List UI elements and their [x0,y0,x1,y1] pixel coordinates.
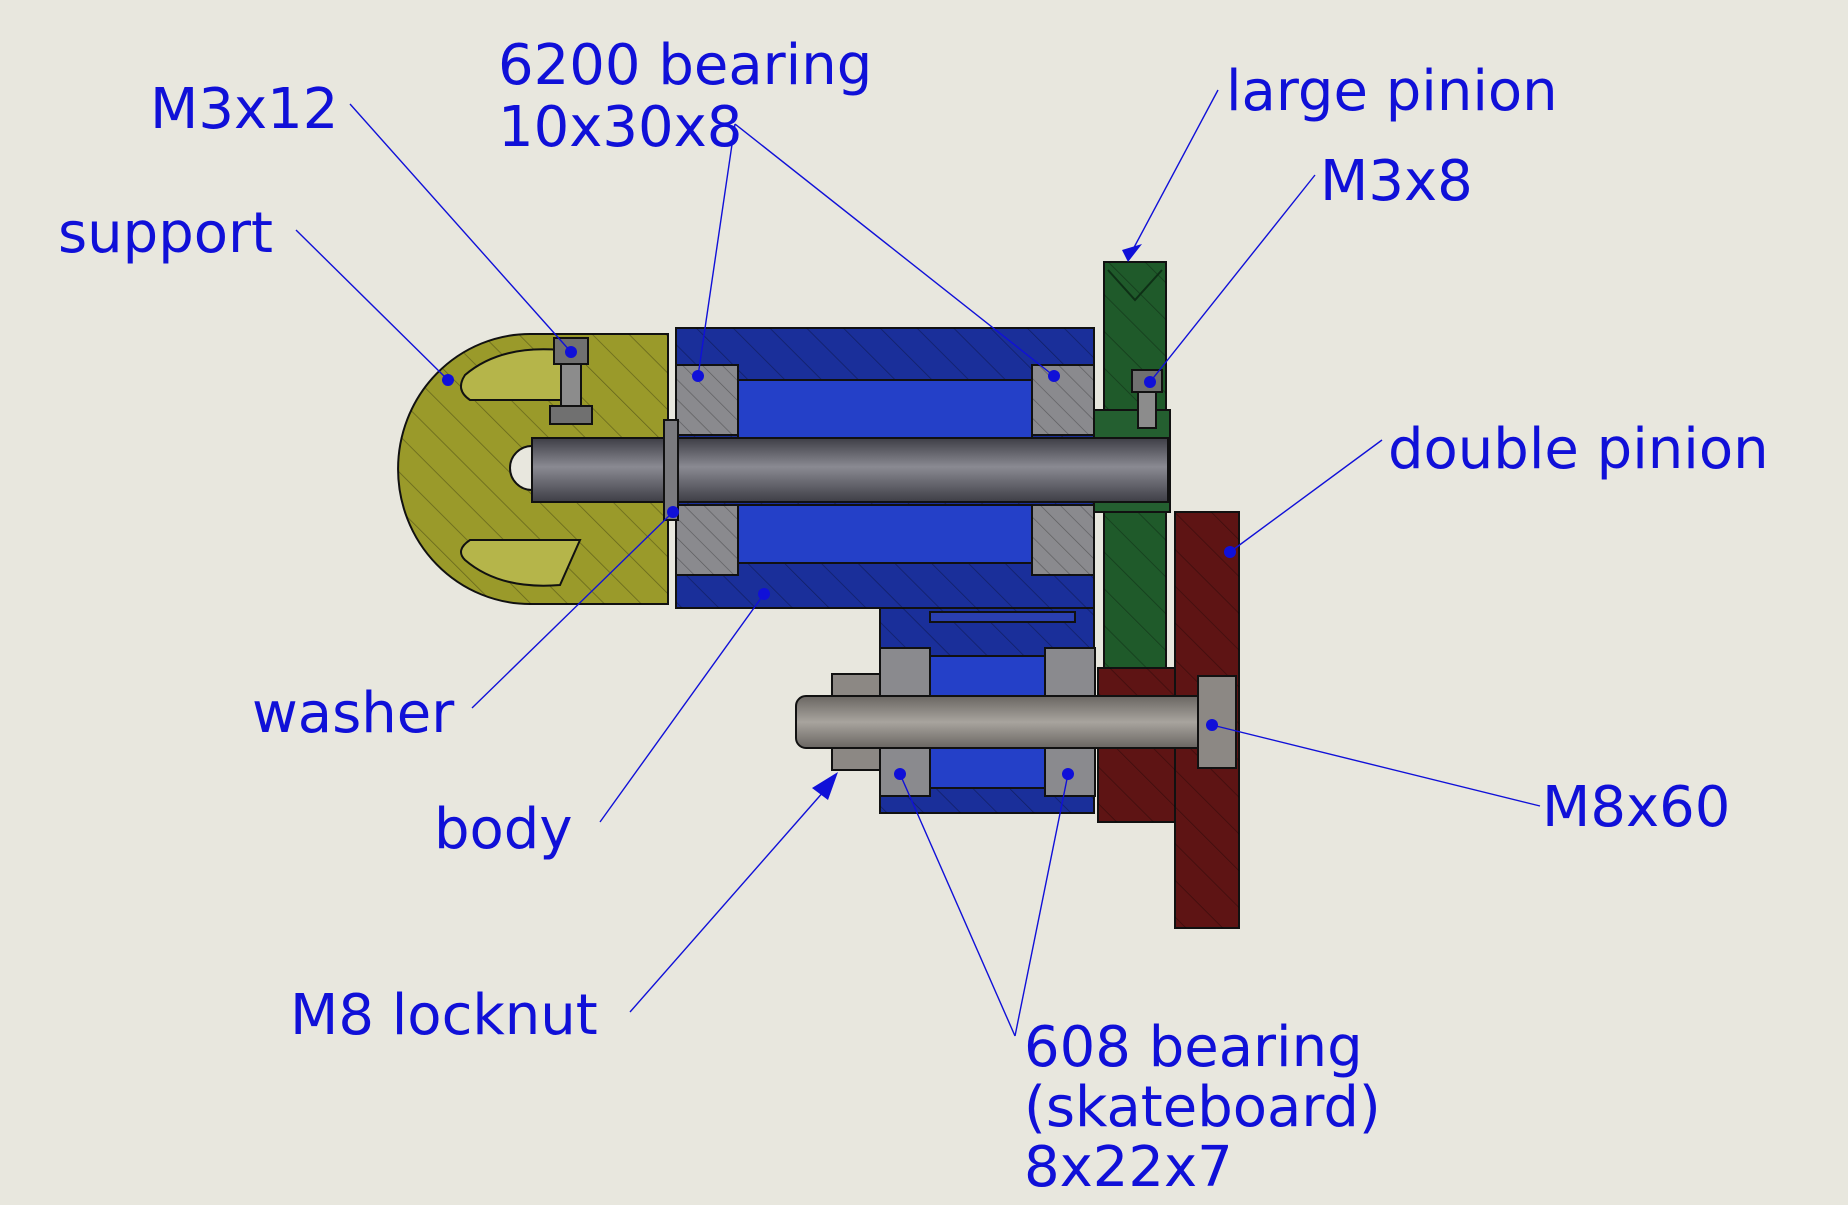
m8-locknut-part [831,673,881,771]
leader-lines [295,89,1541,1037]
label-m3x12: M3x12 [150,77,338,142]
label-double-pinion: double pinion [1388,417,1769,482]
label-washer: washer [252,681,455,746]
label-support: support [58,201,273,266]
washer-part [663,419,679,521]
label-m3x8: M3x8 [1320,149,1473,214]
label-m8-locknut: M8 locknut [290,983,598,1048]
label-6200-bearing-line1: 6200 bearing [498,33,872,98]
labels: 6200 bearing 10x30x8 M3x12 large pinion … [58,33,1769,1200]
label-6200-bearing-line2: 10x30x8 [498,95,742,160]
label-body: body [434,797,573,862]
label-608-bearing-line1: 608 bearing [1024,1015,1363,1080]
label-608-bearing-line2: (skateboard) [1024,1075,1381,1140]
label-large-pinion: large pinion [1226,59,1558,124]
m8x60-bolt [795,675,1237,769]
label-m8x60: M8x60 [1542,775,1730,840]
leader-dots [442,346,1236,780]
label-608-bearing-line3: 8x22x7 [1024,1135,1233,1200]
main-shaft [531,437,1169,503]
bearing-6200-left [675,364,739,576]
